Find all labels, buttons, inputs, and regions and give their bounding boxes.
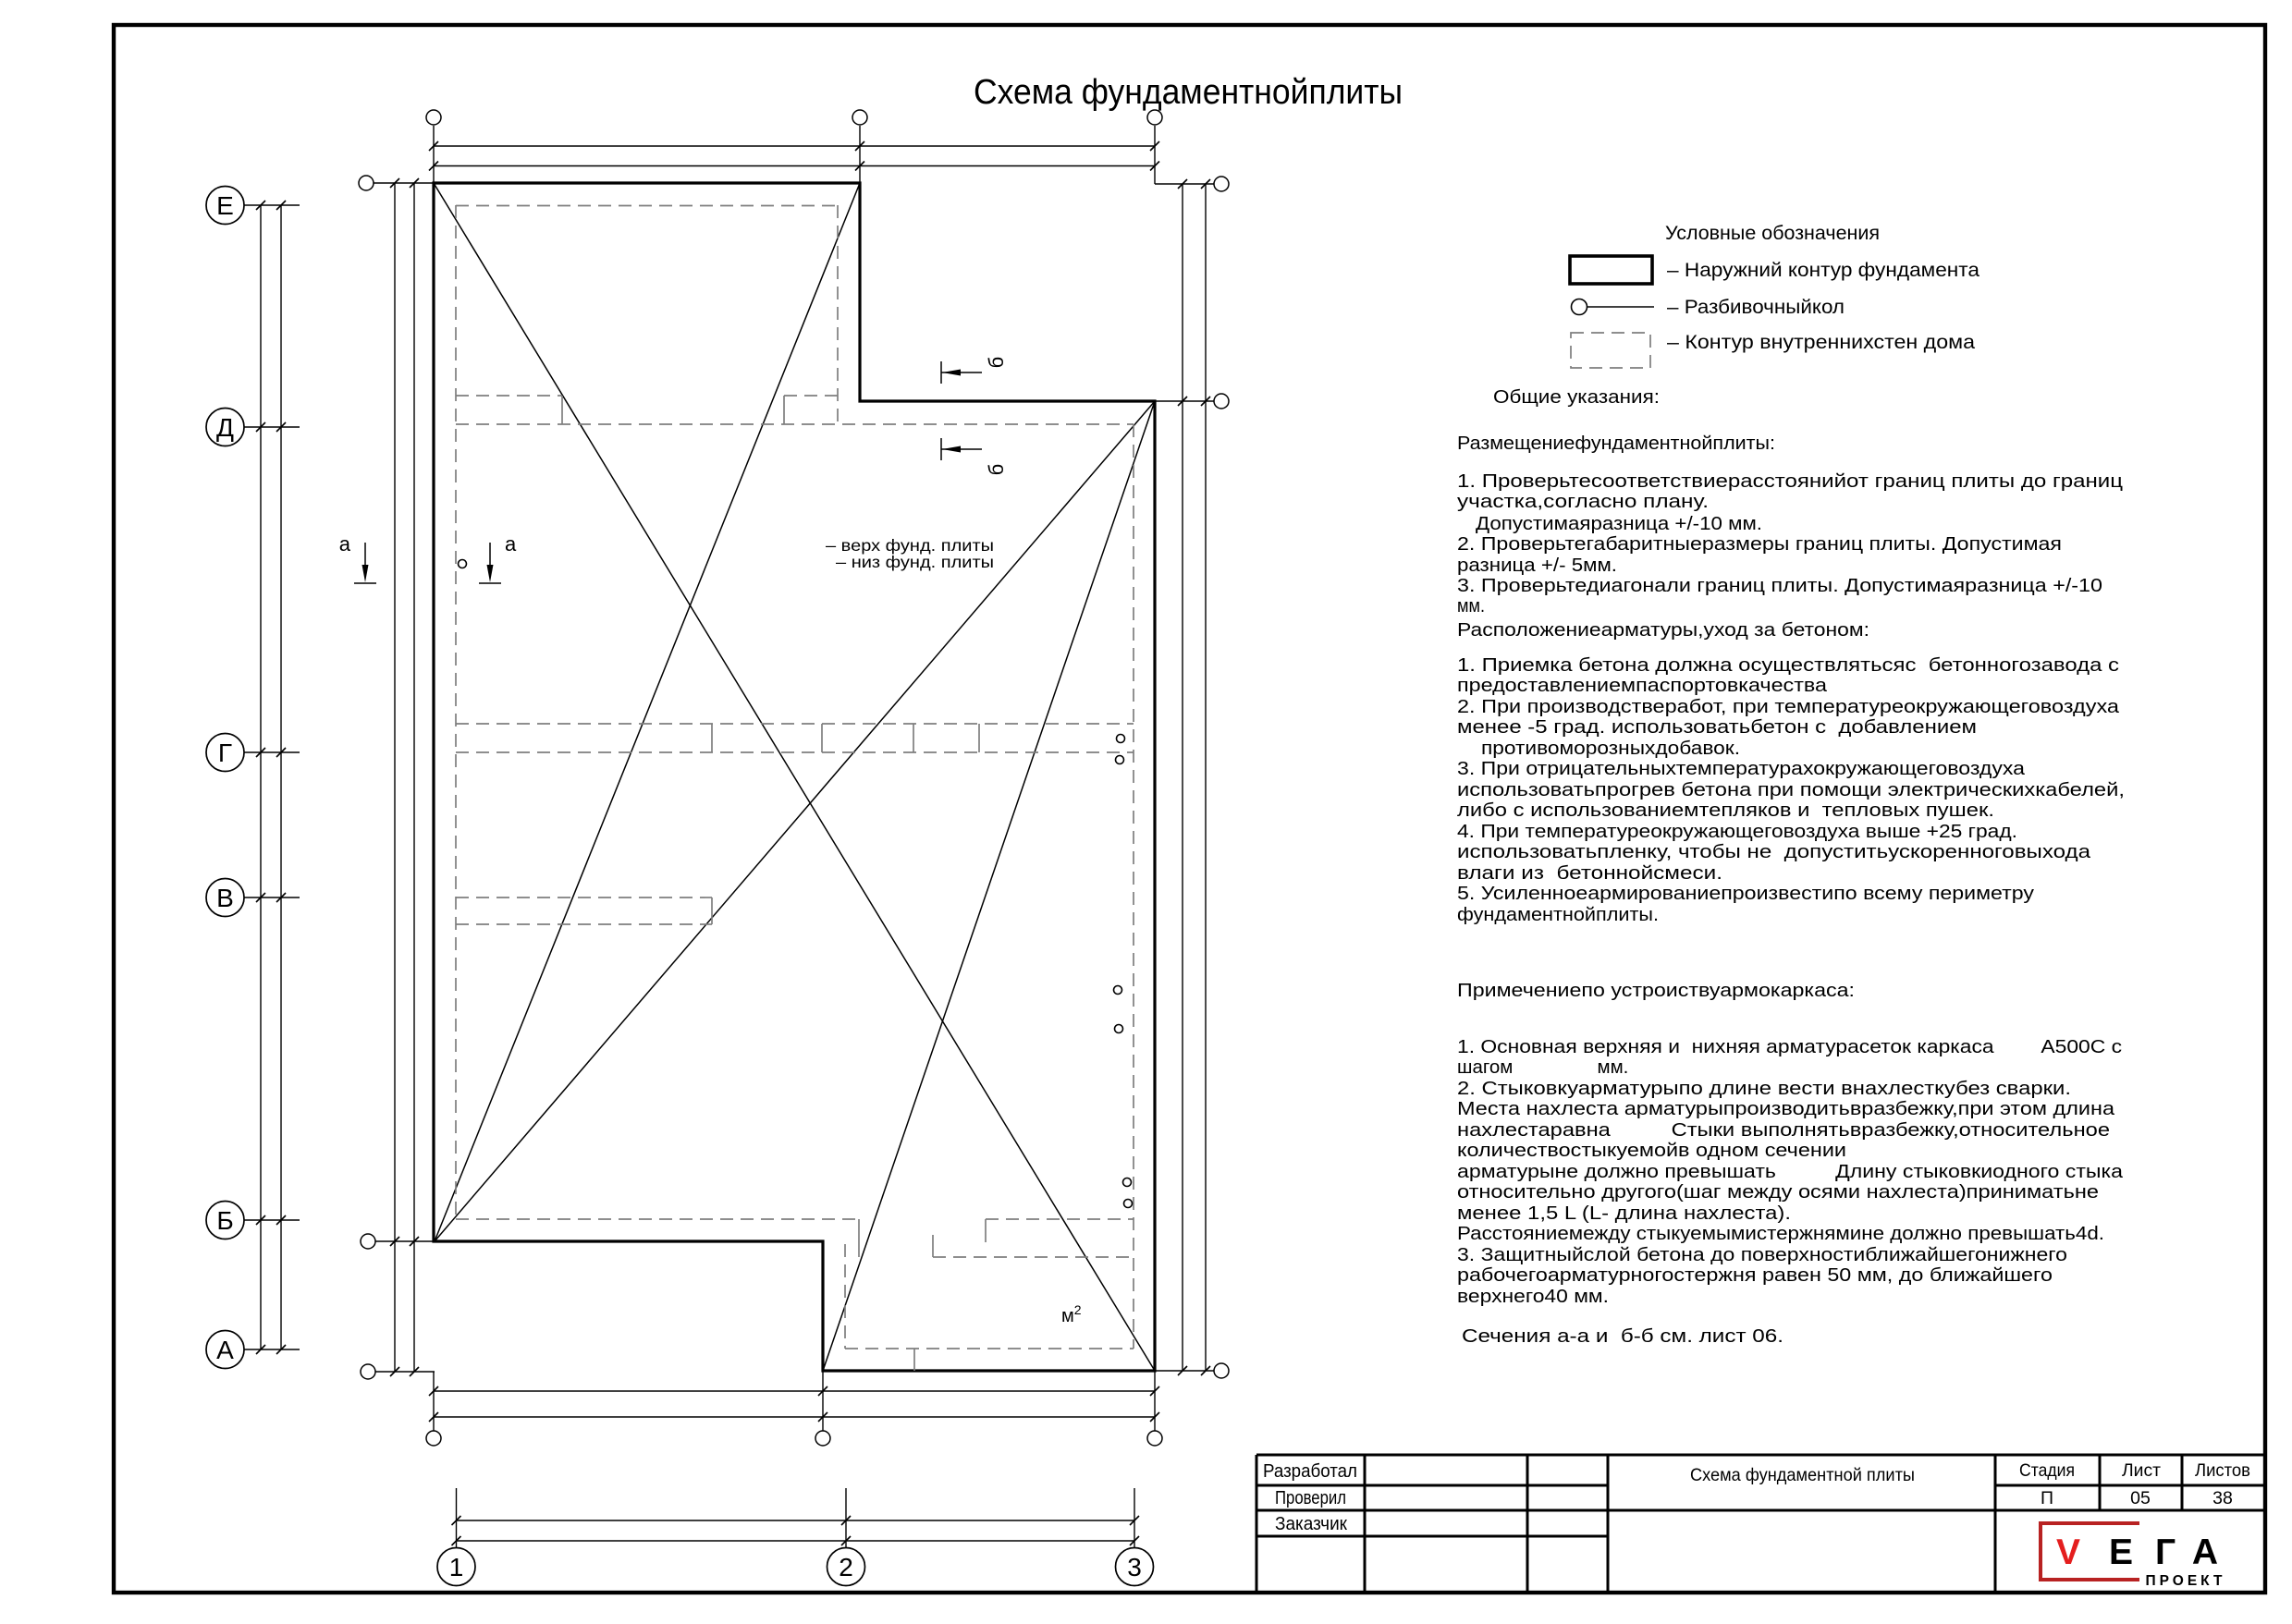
svg-text:2: 2: [839, 1553, 853, 1581]
svg-text:противоморозныхдобавок.: противоморозныхдобавок.: [1481, 738, 1740, 759]
svg-text:Стадия: Стадия: [2019, 1460, 2075, 1481]
svg-text:3. При отрицательныхтемператур: 3. При отрицательныхтемпературахокружающ…: [1457, 758, 2026, 779]
svg-text:Г: Г: [218, 739, 232, 767]
svg-text:Листов: Листов: [2195, 1460, 2250, 1481]
svg-text:– верх фунд. плиты: – верх фунд. плиты: [826, 536, 994, 555]
svg-text:А: А: [216, 1336, 234, 1364]
svg-text:Г: Г: [2155, 1532, 2176, 1572]
svg-text:Места нахлеста арматурыпроизво: Места нахлеста арматурыпроизводитьвразбе…: [1457, 1098, 2115, 1119]
svg-text:Б: Б: [216, 1206, 233, 1235]
svg-text:Разработал: Разработал: [1263, 1460, 1357, 1482]
svg-text:Схема фундаментной плиты: Схема фундаментной плиты: [1690, 1465, 1915, 1485]
svg-text:предоставлениемпаспортовкачест: предоставлениемпаспортовкачества: [1457, 675, 1828, 696]
svg-text:Общие указания:: Общие указания:: [1493, 386, 1660, 408]
svg-text:5. Усиленноеармированиепроизве: 5. Усиленноеармированиепроизвестипо всем…: [1457, 883, 2035, 904]
svg-text:1: 1: [449, 1553, 464, 1581]
svg-text:– низ фунд. плиты: – низ фунд. плиты: [836, 553, 994, 571]
svg-text:менее 1,5 L (L- длина нахлеста: менее 1,5 L (L- длина нахлеста).: [1457, 1203, 1791, 1224]
svg-text:3. Защитныйслой бетона до пове: 3. Защитныйслой бетона до поверхностибли…: [1457, 1244, 2067, 1265]
svg-text:б: б: [985, 357, 1008, 369]
svg-text:– Наружний контур фундамента: – Наружний контур фундамента: [1667, 260, 1979, 281]
svg-text:Допустимаяразница +/-10 мм.: Допустимаяразница +/-10 мм.: [1476, 513, 1762, 534]
svg-text:Заказчик: Заказчик: [1275, 1513, 1348, 1534]
svg-text:шагом мм.: шагом мм.: [1457, 1056, 1628, 1078]
svg-text:ПРОЕКТ: ПРОЕКТ: [2146, 1573, 2226, 1589]
svg-text:а: а: [339, 532, 351, 556]
svg-text:Расположениеарматуры,уход за б: Расположениеарматуры,уход за бетоном:: [1457, 619, 1869, 641]
svg-text:нахлестаравна Стыки в: нахлестаравна Стыки выполнятьвразбежку,о…: [1457, 1119, 2110, 1141]
svg-text:менее -5 град. использоватьбет: менее -5 град. использоватьбетон с добав…: [1457, 716, 1977, 738]
svg-text:использоватьпрогрев бетона при: использоватьпрогрев бетона при помощи эл…: [1457, 779, 2125, 800]
svg-text:Е: Е: [216, 191, 234, 220]
svg-text:мм.: мм.: [1457, 595, 1485, 617]
svg-text:1. Основная верхняя и нихняя: 1. Основная верхняя и нихняя арматурасет…: [1457, 1036, 2122, 1057]
svg-text:4. При температуреокружающегов: 4. При температуреокружающеговоздуха выш…: [1457, 821, 2017, 842]
svg-text:А: А: [2192, 1532, 2218, 1572]
svg-text:Расстояниемежду стыкуемымистер: Расстояниемежду стыкуемымистержнямине до…: [1457, 1223, 2104, 1244]
svg-text:Схема фундаментнойплиты: Схема фундаментнойплиты: [974, 73, 1403, 112]
svg-text:верхнего40 мм.: верхнего40 мм.: [1457, 1286, 1609, 1307]
svg-text:б: б: [985, 464, 1008, 476]
svg-text:Лист: Лист: [2122, 1460, 2161, 1481]
svg-text:1. Проверьтесоответствиерассто: 1. Проверьтесоответствиерасстоянийот гра…: [1457, 470, 2123, 492]
svg-text:Условные обозначения: Условные обозначения: [1665, 223, 1880, 244]
svg-text:фундаментнойплиты.: фундаментнойплиты.: [1457, 904, 1659, 925]
svg-text:использоватьпленку, чтобы не: использоватьпленку, чтобы не допуститьус…: [1457, 841, 2091, 862]
svg-text:либо с использованиемтепляков: либо с использованиемтепляков и тепловых…: [1457, 800, 1994, 821]
svg-text:2. При производстверабот, при: 2. При производстверабот, при температур…: [1457, 696, 2120, 717]
svg-text:38: 38: [2212, 1488, 2233, 1508]
svg-text:2. Проверьтегабаритныеразмеры: 2. Проверьтегабаритныеразмеры границ пли…: [1457, 533, 2062, 555]
svg-text:В: В: [216, 884, 234, 912]
svg-text:Примечениепо устроиствуармокар: Примечениепо устроиствуармокаркаса:: [1457, 980, 1855, 1001]
svg-text:влаги из бетоннойсмеси.: влаги из бетоннойсмеси.: [1457, 862, 1722, 884]
svg-text:3. Проверьтедиагонали границ п: 3. Проверьтедиагонали границ плиты. Допу…: [1457, 575, 2102, 596]
svg-text:П: П: [2041, 1488, 2053, 1508]
svg-text:участка,согласно плану.: участка,согласно плану.: [1457, 491, 1709, 512]
svg-text:V: V: [2056, 1532, 2080, 1572]
svg-text:рабочегоарматурногостержня рав: рабочегоарматурногостержня равен 50 мм, …: [1457, 1264, 2053, 1286]
svg-text:– Разбивочныйкол: – Разбивочныйкол: [1667, 297, 1845, 318]
svg-text:1. Приемка бетона должна осуще: 1. Приемка бетона должна осуществлятьсяс…: [1457, 654, 2119, 676]
svg-text:а: а: [505, 532, 517, 556]
svg-text:количествостыкуемойв одном сеч: количествостыкуемойв одном сечении: [1457, 1140, 1846, 1161]
svg-text:Д: Д: [216, 413, 234, 442]
svg-text:Проверил: Проверил: [1275, 1487, 1346, 1508]
svg-text:– Контур внутреннихстен дома: – Контур внутреннихстен дома: [1667, 332, 1975, 353]
svg-text:3: 3: [1127, 1553, 1142, 1581]
svg-text:Размещениефундаментнойплиты:: Размещениефундаментнойплиты:: [1457, 433, 1775, 454]
svg-text:Сечения а-а и б-б см. лист 06: Сечения а-а и б-б см. лист 06.: [1462, 1325, 1783, 1347]
svg-text:арматурыне должно превышать: арматурыне должно превышать Длину стыков…: [1457, 1161, 2124, 1182]
svg-text:2. Стыковкуарматурыпо длине ве: 2. Стыковкуарматурыпо длине вести внахле…: [1457, 1078, 2071, 1099]
svg-text:разница +/- 5мм.: разница +/- 5мм.: [1457, 555, 1617, 576]
svg-text:Е: Е: [2109, 1532, 2133, 1572]
svg-text:относительно другого(шаг между: относительно другого(шаг между осями нах…: [1457, 1181, 2099, 1203]
svg-text:05: 05: [2130, 1488, 2151, 1508]
